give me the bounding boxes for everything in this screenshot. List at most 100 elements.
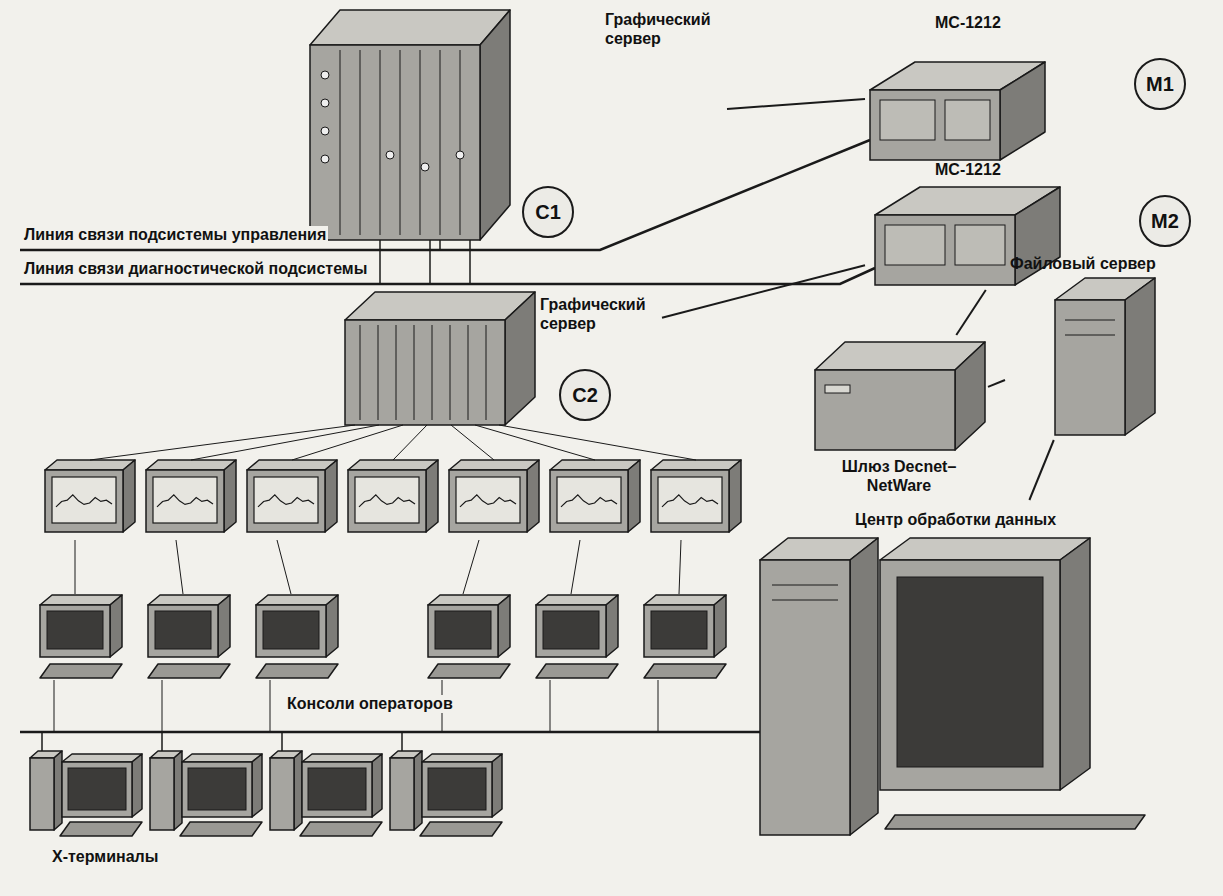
console-monitor-front bbox=[256, 605, 326, 657]
screen-trace bbox=[157, 495, 213, 507]
screen bbox=[355, 477, 419, 523]
bus-drop bbox=[469, 240, 471, 284]
device-m1-side bbox=[1000, 62, 1045, 160]
rack-slot bbox=[396, 325, 397, 420]
screen bbox=[658, 477, 722, 523]
x-terminal-monitor-side bbox=[132, 754, 142, 817]
drive-bay bbox=[772, 585, 838, 586]
monitor-top bbox=[45, 460, 135, 470]
bus-drop bbox=[439, 240, 441, 250]
monitor-side bbox=[628, 460, 640, 532]
rack-slot bbox=[380, 50, 381, 235]
x-terminal-monitor-front bbox=[302, 762, 372, 817]
monitor-front bbox=[348, 470, 426, 532]
x-terminal-monitor-top bbox=[182, 754, 262, 762]
console-monitor-top bbox=[536, 595, 618, 605]
monitor-side bbox=[729, 460, 741, 532]
rack-slot bbox=[432, 325, 433, 420]
group-label: Х-терминалы bbox=[50, 848, 160, 866]
console-monitor-side bbox=[218, 595, 230, 657]
x-terminal-unit-side bbox=[414, 751, 422, 830]
console-monitor-side bbox=[110, 595, 122, 657]
screen bbox=[254, 477, 318, 523]
device-label: Шлюз Decnet–NetWare bbox=[818, 457, 980, 495]
screen-trace bbox=[561, 495, 617, 507]
console-monitor-side bbox=[714, 595, 726, 657]
terminal-drop bbox=[401, 732, 403, 751]
drive-bay bbox=[1065, 320, 1115, 321]
keyboard bbox=[148, 664, 230, 678]
console-cable bbox=[176, 540, 183, 594]
device-panel bbox=[880, 100, 935, 140]
x-terminal-monitor-top bbox=[422, 754, 502, 762]
x-terminal-screen bbox=[428, 768, 486, 810]
data-center-tower-side bbox=[850, 538, 878, 835]
rack-knob bbox=[421, 163, 429, 171]
rack-slot bbox=[460, 50, 461, 235]
file-server-side bbox=[1125, 278, 1155, 435]
console-screen bbox=[263, 611, 319, 649]
callout-number: M1 bbox=[1146, 72, 1174, 96]
monitor-top bbox=[550, 460, 640, 470]
data-center-screen bbox=[897, 577, 1043, 767]
device-label: Центр обработки данных bbox=[855, 510, 1056, 529]
x-terminal-monitor-side bbox=[372, 754, 382, 817]
x-terminal-monitor-front bbox=[422, 762, 492, 817]
rack-slot bbox=[360, 325, 361, 420]
terminal-bus-line bbox=[20, 731, 760, 734]
x-terminal-unit-front bbox=[30, 758, 54, 830]
keyboard bbox=[256, 664, 338, 678]
console-drop bbox=[54, 680, 55, 732]
drive-bay bbox=[772, 600, 838, 601]
server-c2-side bbox=[505, 292, 535, 425]
x-terminal-unit-side bbox=[174, 751, 182, 830]
keyboard bbox=[420, 822, 502, 836]
console-monitor-top bbox=[428, 595, 510, 605]
callout-circle: M1 bbox=[1134, 58, 1186, 110]
bus-drop bbox=[379, 240, 381, 284]
device-label: МС-1212 bbox=[935, 160, 1001, 179]
terminal-drop bbox=[41, 732, 43, 751]
console-monitor-top bbox=[40, 595, 122, 605]
callout-number: C2 bbox=[572, 383, 598, 407]
drive-bay bbox=[1065, 335, 1115, 336]
console-cable bbox=[679, 540, 681, 594]
data-center-monitor-front bbox=[880, 560, 1060, 790]
monitor-top bbox=[449, 460, 539, 470]
rack-slot bbox=[468, 325, 469, 420]
console-monitor-front bbox=[148, 605, 218, 657]
keyboard bbox=[300, 822, 382, 836]
rack-knob bbox=[321, 155, 329, 163]
server-c2-top bbox=[345, 292, 535, 320]
monitor-cable bbox=[393, 425, 427, 460]
callout-circle: C2 bbox=[559, 369, 611, 421]
device-node: Центр обработки данных bbox=[755, 500, 1155, 865]
device-label: Графический сервер bbox=[540, 295, 658, 333]
console-monitor-front bbox=[428, 605, 498, 657]
screen-trace bbox=[460, 495, 516, 507]
x-terminal-unit-front bbox=[150, 758, 174, 830]
group-label: Консоли операторов bbox=[285, 695, 455, 713]
monitor-top bbox=[247, 460, 337, 470]
monitor-front bbox=[449, 470, 527, 532]
callout-circle: M2 bbox=[1139, 195, 1191, 247]
network-link bbox=[662, 265, 865, 318]
device-panel bbox=[885, 225, 945, 265]
rack-slot bbox=[378, 325, 379, 420]
rack-slot bbox=[420, 50, 421, 235]
monitor-top bbox=[651, 460, 741, 470]
monitor-side bbox=[527, 460, 539, 532]
server-c1-side bbox=[480, 10, 510, 240]
console-cable bbox=[571, 540, 580, 594]
network-link bbox=[988, 380, 1005, 387]
data-center-monitor-top bbox=[880, 538, 1090, 560]
x-terminal-screen bbox=[188, 768, 246, 810]
device-node: Шлюз Decnet–NetWare bbox=[810, 335, 988, 510]
gateway-front bbox=[815, 370, 955, 450]
monitor-front bbox=[146, 470, 224, 532]
gateway-side bbox=[955, 342, 985, 450]
screen bbox=[52, 477, 116, 523]
keyboard bbox=[536, 664, 618, 678]
